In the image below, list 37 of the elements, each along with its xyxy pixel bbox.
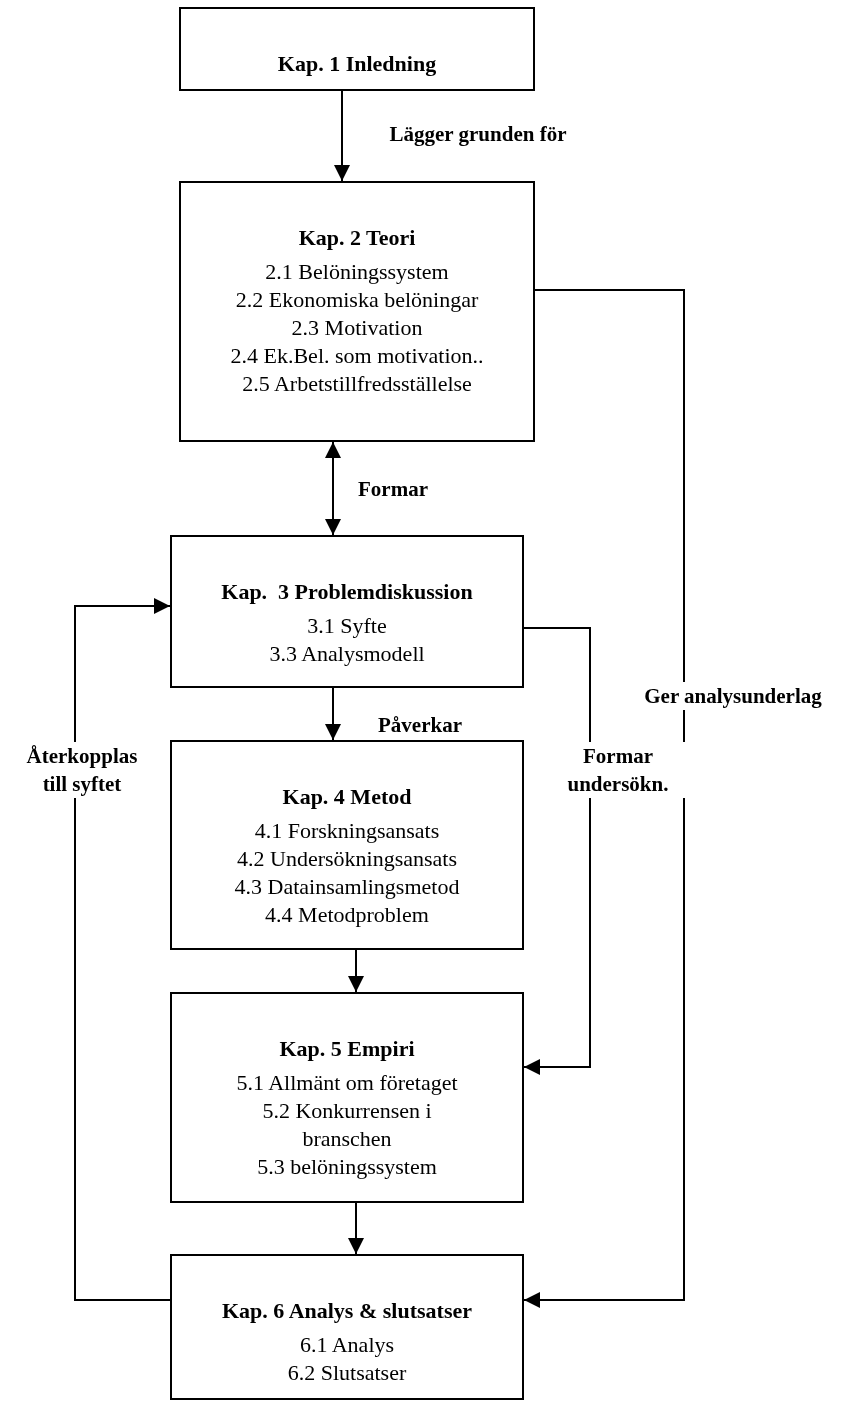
arrow xyxy=(325,687,341,741)
arrow xyxy=(523,627,591,1075)
chapter-title: Kap. 3 Problemdiskussion xyxy=(221,578,473,606)
chapter-title: Kap. 5 Empiri xyxy=(279,1035,415,1063)
arrow xyxy=(523,289,685,1308)
section-item: 5.3 belöningssystem xyxy=(257,1153,437,1181)
section-item: 4.1 Forskningsansats xyxy=(254,817,440,845)
section-item: 3.3 Analysmodell xyxy=(269,640,425,668)
section-item: 6.2 Slutsatser xyxy=(287,1359,407,1387)
section-item: 2.4 Ek.Bel. som motivation.. xyxy=(230,342,484,370)
section-item: 2.2 Ekonomiska belöningar xyxy=(235,286,479,314)
section-item: 2.1 Belöningssystem xyxy=(265,258,449,286)
section-item: 4.3 Datainsamlingsmetod xyxy=(234,873,460,901)
section-item: 2.5 Arbetstillfredsställelse xyxy=(242,370,472,398)
chapter-title: Kap. 4 Metod xyxy=(282,783,412,811)
chapter-box xyxy=(170,992,524,1203)
chapter-box xyxy=(179,7,535,91)
arrow xyxy=(334,90,350,182)
edge-label: Ger analysunderlag xyxy=(642,682,824,710)
chapter-box xyxy=(170,1254,524,1400)
section-item: 4.4 Metodproblem xyxy=(265,901,429,929)
section-item: 5.2 Konkurrensen i branschen xyxy=(261,1097,433,1153)
section-item: 5.1 Allmänt om företaget xyxy=(236,1069,458,1097)
section-item: 3.1 Syfte xyxy=(307,612,387,640)
arrow xyxy=(348,1202,364,1255)
chapter-title: Kap. 2 Teori xyxy=(298,224,416,252)
chapter-title: Kap. 6 Analys & slutsatser xyxy=(222,1297,472,1325)
chapter-box xyxy=(170,740,524,950)
arrow xyxy=(325,441,341,536)
arrow xyxy=(74,598,171,1301)
chapter-box xyxy=(170,535,524,688)
section-item: 6.1 Analys xyxy=(299,1331,395,1359)
arrow xyxy=(348,949,364,993)
section-item: 2.3 Motivation xyxy=(291,314,423,342)
chapter-title: Kap. 1 Inledning xyxy=(277,50,437,78)
chapter-box xyxy=(179,181,535,442)
section-item: 4.2 Undersökningsansats xyxy=(237,845,457,873)
